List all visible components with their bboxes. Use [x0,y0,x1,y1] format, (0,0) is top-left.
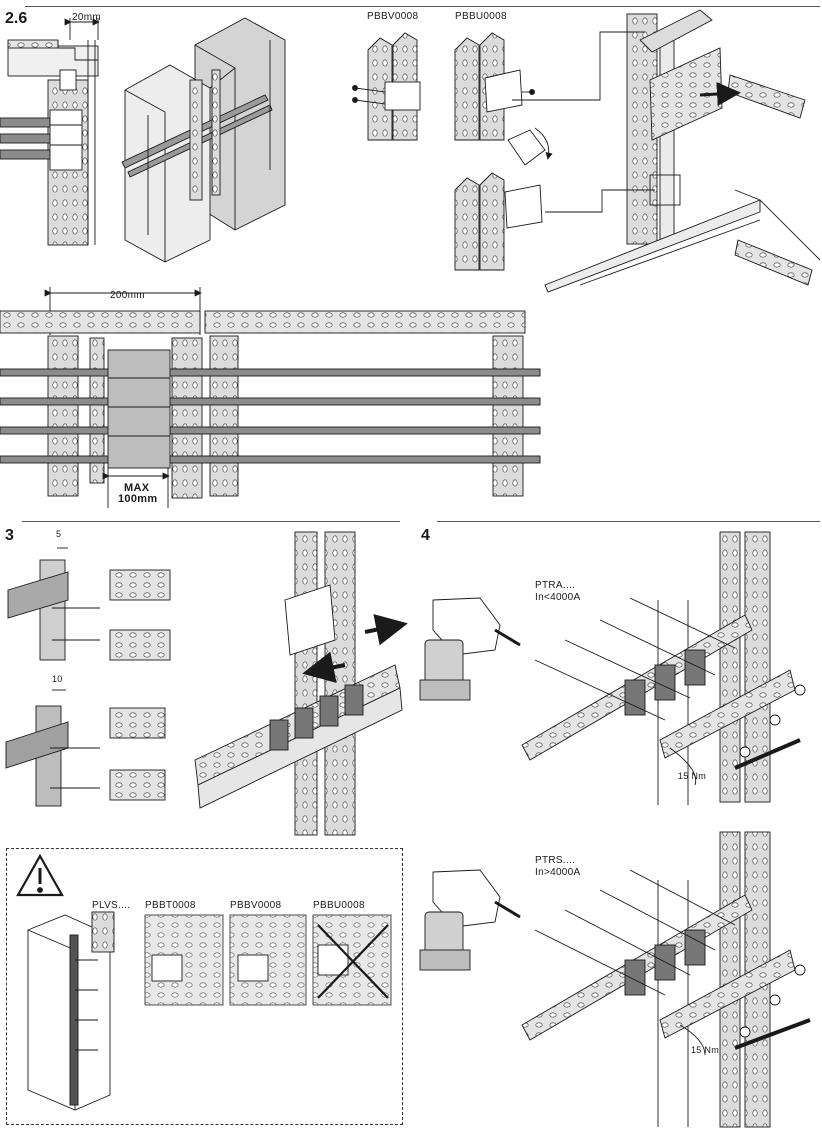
section-rule-step3 [22,521,400,522]
cabinet-isometric [121,17,286,263]
drill-tool-2 [419,869,521,971]
dimension-max-100mm: 100mm [118,493,158,505]
warning-pbbu-crossed-drawing [312,914,392,1006]
warning-pbbt-drawing [144,914,224,1006]
pbbu-rotation-detail [454,127,553,271]
pbbv-upright-top [352,32,421,141]
part-label-pbbv-warn: PBBV0008 [230,900,282,911]
part-label-ptrs: PTRS.... [535,855,576,866]
dimension-5: 5 [56,529,62,539]
part-label-ptra-current: In<4000A [535,592,581,603]
part-label-pbbt: PBBT0008 [145,900,196,911]
part-label-plvs: PLVS.... [92,900,131,911]
torque-label-2: 15 Nm [691,1045,720,1055]
step3-bar-support-10 [5,689,166,807]
section-rule-top [25,6,820,7]
step-2-6-title: 2.6 [5,10,28,27]
warning-box [6,848,403,1125]
pbbu-upright-top [454,32,535,141]
warning-triangle-icon [16,853,64,897]
part-label-ptra: PTRA.... [535,580,576,591]
torque-label-1: 15 Nm [678,771,707,781]
busbar-assembly-ptra [521,531,806,805]
busbar-assembly-ptrs [521,831,811,1128]
step-3-title: 3 [5,527,14,544]
dimension-max-label: MAX [124,482,150,494]
dimension-10: 10 [52,674,63,684]
section-rule-step4 [437,521,820,522]
part-label-pbbu-warn: PBBU0008 [313,900,365,911]
step3-bar-support-5 [7,547,171,661]
part-label-pbbv-top: PBBV0008 [367,11,419,22]
frame-perspective-view [544,9,821,293]
detail-20mm-view [0,18,100,246]
warning-cabinet-drawing [27,911,115,1111]
dimension-20mm: 20mm [72,12,101,23]
step3-assembly-view [194,531,408,836]
part-label-ptrs-current: In>4000A [535,867,581,878]
part-label-pbbu-top: PBBU0008 [455,11,507,22]
callout-lines [512,31,655,213]
front-elevation-200mm [0,287,541,508]
warning-pbbv-drawing [229,914,307,1006]
drill-tool-1 [419,597,521,701]
step-4-title: 4 [421,527,430,544]
